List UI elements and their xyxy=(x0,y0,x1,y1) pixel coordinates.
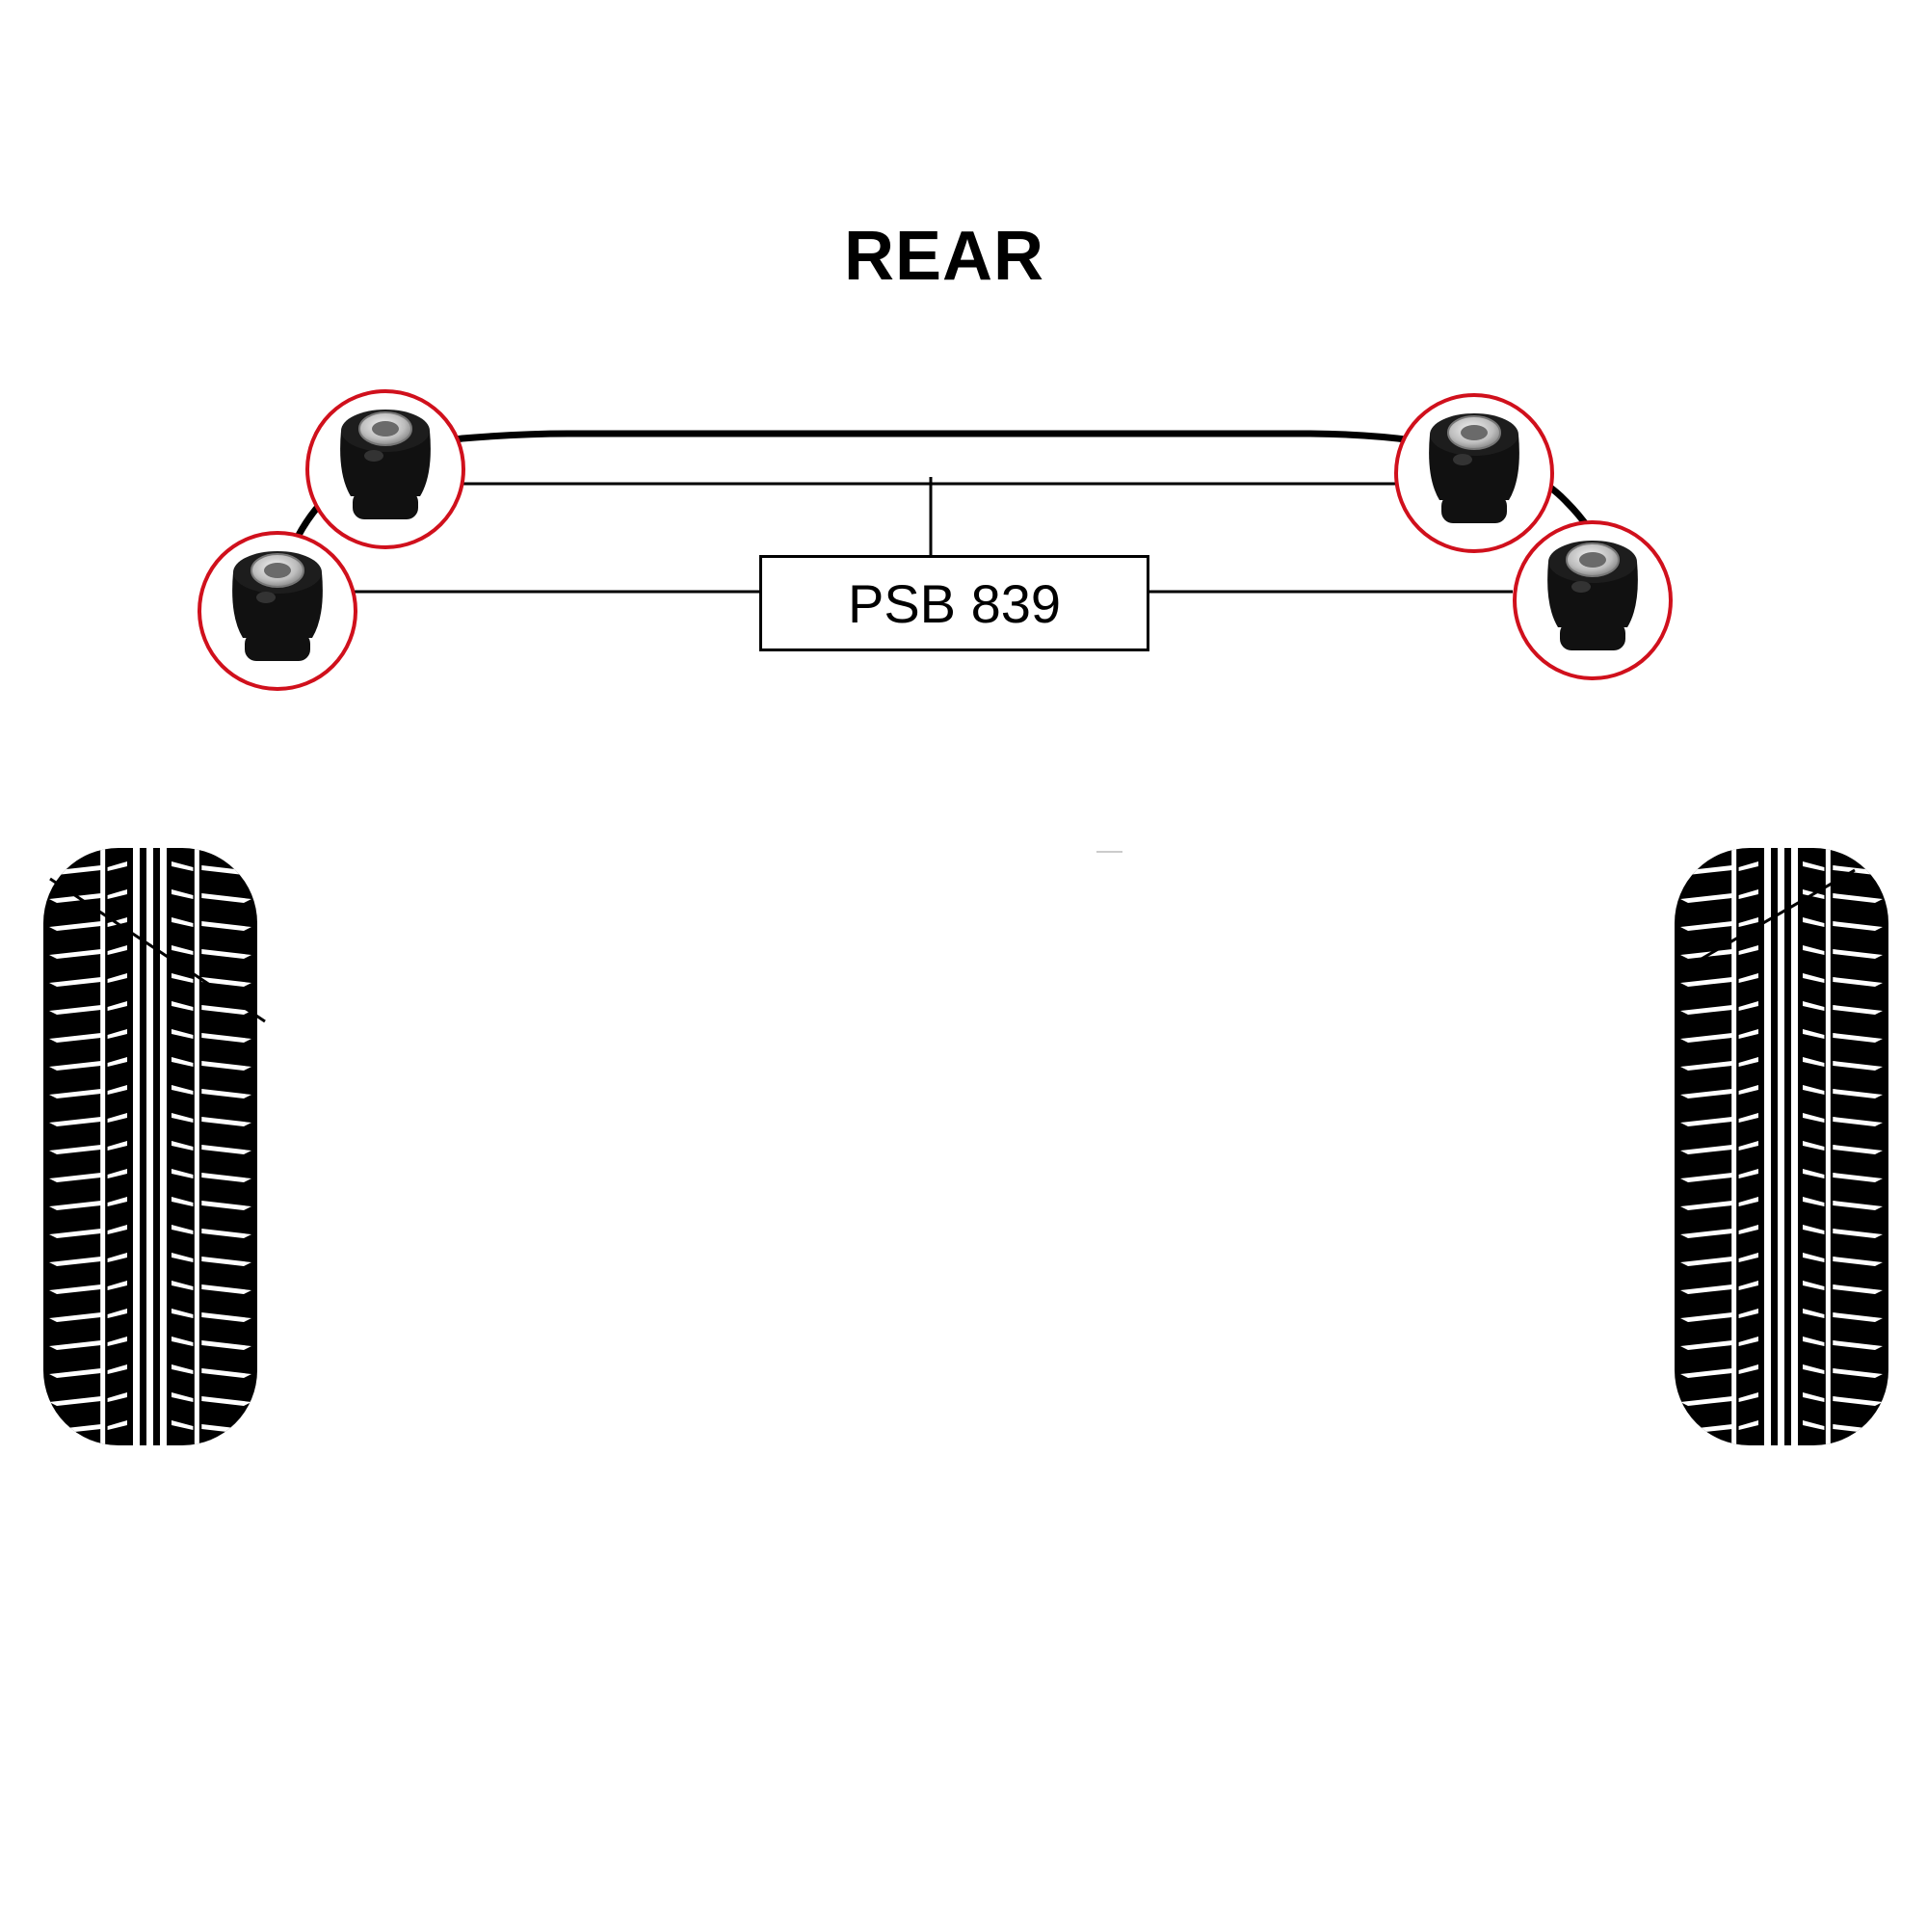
polyurethane-bush-icon xyxy=(1429,413,1519,523)
diagram-title: REAR xyxy=(843,218,1044,295)
part-number-label: PSB 839 xyxy=(759,555,1149,651)
bush-callout xyxy=(1394,393,1554,553)
polyurethane-bush-icon xyxy=(340,410,431,519)
bush-callout xyxy=(305,389,465,549)
link-line xyxy=(1676,868,1856,975)
polyurethane-bush-icon xyxy=(232,551,323,661)
tyre-tread-icon xyxy=(43,848,257,1445)
tyre-tread-icon xyxy=(1675,848,1888,1445)
bush-callout xyxy=(1513,520,1673,680)
axle-beam-outline xyxy=(290,430,1593,546)
bush-callout xyxy=(198,531,357,691)
link-line xyxy=(49,877,266,1023)
polyurethane-bush-icon xyxy=(1547,541,1638,650)
